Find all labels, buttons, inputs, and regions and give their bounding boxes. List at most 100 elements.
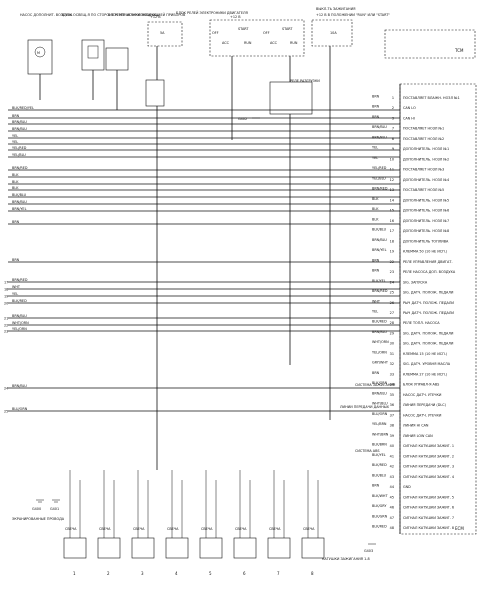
pin-number: 30	[390, 342, 394, 346]
coil-tag: СВЕЧА	[167, 527, 179, 531]
pin-function: БЛОК УПРАВЛ-Я ABS	[403, 383, 439, 387]
left-wire-color: YEL/BLU	[12, 153, 26, 157]
pin-function: ДОПОЛНИТЕЛЬ. НОЗЛ №8	[403, 229, 449, 233]
left-wire-color: BRN/YEL	[12, 207, 27, 211]
ignition-coil-group: СВЕЧА1СВЕЧА2СВЕЧА3СВЕЧА4СВЕЧА5СВЕЧА6СВЕЧ…	[63, 470, 325, 576]
pin-wire-color: BLK/RED	[372, 463, 387, 467]
pin-wire-color: WHT	[372, 299, 381, 303]
tcm-label: TCM	[454, 48, 464, 53]
run-start-label: +12 В В ПОЛОЖЕНИИ "RUN" ИЛИ "START"	[316, 13, 390, 17]
pin-number: 3	[392, 116, 394, 120]
pin-function: СИГНАЛ КАТУШКИ ЗАЖИГ. 6	[403, 506, 454, 510]
ignition-switch-label: +12 В	[230, 15, 241, 19]
tcm-frame	[384, 29, 476, 59]
coil-tag: СВЕЧА	[269, 527, 281, 531]
switch-start-1: START	[238, 27, 249, 31]
pin-function: СИГНАЛ КАТУШКИ ЗАЖИГ. 5	[403, 495, 454, 499]
pin-number: 9	[392, 147, 394, 151]
pin-number: 26	[390, 301, 394, 305]
coil-body	[301, 537, 325, 559]
pin-wire-color: BLK/YEL	[372, 453, 386, 457]
switch-off-1: OFF	[212, 31, 219, 35]
pin-number: 29	[390, 331, 394, 335]
pin-wire-color: BLK/GRN	[372, 381, 388, 385]
ground-g401-label: G401	[50, 507, 59, 511]
pin-function: РЫЧ ДАТЧ. ПОЛОЖ. ПЕДАЛИ	[403, 301, 454, 305]
pin-wire-color: WHT/BLU	[372, 402, 388, 406]
ignition-switch: +12 В OFF START ACC RUN OFF START ACC RU…	[209, 15, 305, 57]
coil-tag: СВЕЧА	[99, 527, 111, 531]
ignition-coil: СВЕЧА 6	[233, 470, 257, 576]
left-wire-color: YEL	[12, 134, 18, 138]
left-wire-color: YEL/ORN	[12, 327, 27, 331]
pin-function: ПОСТАВЛЯЕТ НОЗЛ №3	[403, 168, 444, 172]
left-wire-color: BLK/RED/YEL	[12, 106, 34, 110]
coil-number: 6	[243, 571, 246, 576]
left-wire-number: 22	[4, 323, 8, 327]
pin-number: 32	[390, 362, 394, 366]
pin-function: СИГНАЛ КАТУШКИ ЗАЖИГ. 2	[403, 454, 454, 458]
left-wire-number: 19	[4, 294, 8, 298]
pin-function: РЫЧ ДАТЧ. ПОЛОЖ. ПЕДАЛИ	[403, 311, 454, 315]
pin-number: 37	[390, 413, 394, 417]
pin-function: СИГНАЛ КАТУШКИ ЗАЖИГ. 3	[403, 465, 454, 469]
coil-number: 2	[107, 571, 110, 576]
pin-wire-color: BRN/BLU	[372, 330, 387, 334]
left-wire-color: BRN/BLU	[12, 384, 27, 388]
ignition-coils-label: КАТУШКИ ЗАЖИГАНИЯ 1-8	[322, 557, 370, 561]
left-wire-number: 18	[4, 287, 8, 291]
coil-number: 4	[175, 571, 178, 576]
instrument-control-box	[105, 47, 129, 71]
pin-wire-color: GRY/WHT	[372, 361, 389, 365]
left-wire-color: BLK	[12, 186, 19, 190]
pin-wire-color: YEL	[372, 146, 378, 150]
pin-wire-color: YEL/BRN	[372, 422, 387, 426]
pin-number: 48	[390, 526, 394, 530]
pin-number: 24	[390, 280, 394, 284]
pin-number: 46	[390, 506, 394, 510]
pin-wire-color: BLU/ORN	[372, 412, 388, 416]
pin-function: ПОСТАВЛЯЕТ НОЗЛ №2	[403, 137, 444, 141]
pin-number: 31	[390, 352, 394, 356]
pin-wire-color: YEL/RED	[372, 166, 387, 170]
fuse-block-1: +12 В БЛОК РЕЛЕЙ ЭЛЕКТРОНИКИ ДВИГАТЕЛЯ 5…	[147, 10, 249, 47]
small-relay	[145, 79, 165, 107]
pin-number: 16	[390, 219, 394, 223]
pin-number: 44	[390, 485, 394, 489]
pin-number: 43	[390, 475, 394, 479]
coil-tag: СВЕЧА	[201, 527, 213, 531]
left-wire-color: WHT/ORN	[12, 321, 29, 325]
left-wire-color: BRN/RED	[12, 278, 28, 282]
ground-g401: G401	[50, 499, 60, 511]
coil-tag: СВЕЧА	[133, 527, 145, 531]
pin-number: 35	[390, 393, 394, 397]
fuse-block-1-frame	[147, 21, 183, 47]
pin-number: 2	[392, 106, 394, 110]
pin-number: 36	[390, 403, 394, 407]
pin-wire-color: BRN	[372, 95, 380, 99]
coil-number: 5	[209, 571, 212, 576]
coil-number: 8	[311, 571, 314, 576]
relay-block-label: БЛОК РЕЛЕЙ ЭЛЕКТРОНИКИ ДВИГАТЕЛЯ	[176, 10, 249, 15]
coil-tag: СВЕЧА	[235, 527, 247, 531]
left-wire-color: BLK/BLU	[12, 193, 27, 197]
pin-wire-color: BRN/RED	[372, 289, 388, 293]
shielded-wires-label: ЭКРАНИРОВАННЫЕ ПРОВОДА	[12, 517, 65, 521]
switch-start-2: START	[282, 27, 293, 31]
coil-body	[97, 537, 121, 559]
unload-relay: РЕЛЕ РАЗГРУЗКИ	[269, 79, 320, 115]
pin-wire-color: BRN/BLU	[372, 135, 387, 139]
switch-acc-1: ACC	[222, 41, 230, 45]
pin-wire-color: BLK	[372, 197, 379, 201]
switch-run-1: RUN	[244, 41, 252, 45]
ignition-run-fuse: ВЫКЛ-ТЬ ЗАЖИГАНИЯ +12 В В ПОЛОЖЕНИИ "RUN…	[311, 7, 390, 47]
temp-sensor-component: БЛОК ОСВЕЩ-Я ПО СТОРОНЕ ТЕМП. НОЖКИ ВОЗД…	[62, 13, 159, 71]
ecm-label: ECM	[455, 526, 464, 531]
ignition-coil: СВЕЧА 4	[165, 470, 189, 576]
ground-g400-label: G400	[32, 507, 41, 511]
pin-wire-color: BRN/RED	[372, 187, 388, 191]
coil-tag: СВЕЧА	[65, 527, 77, 531]
